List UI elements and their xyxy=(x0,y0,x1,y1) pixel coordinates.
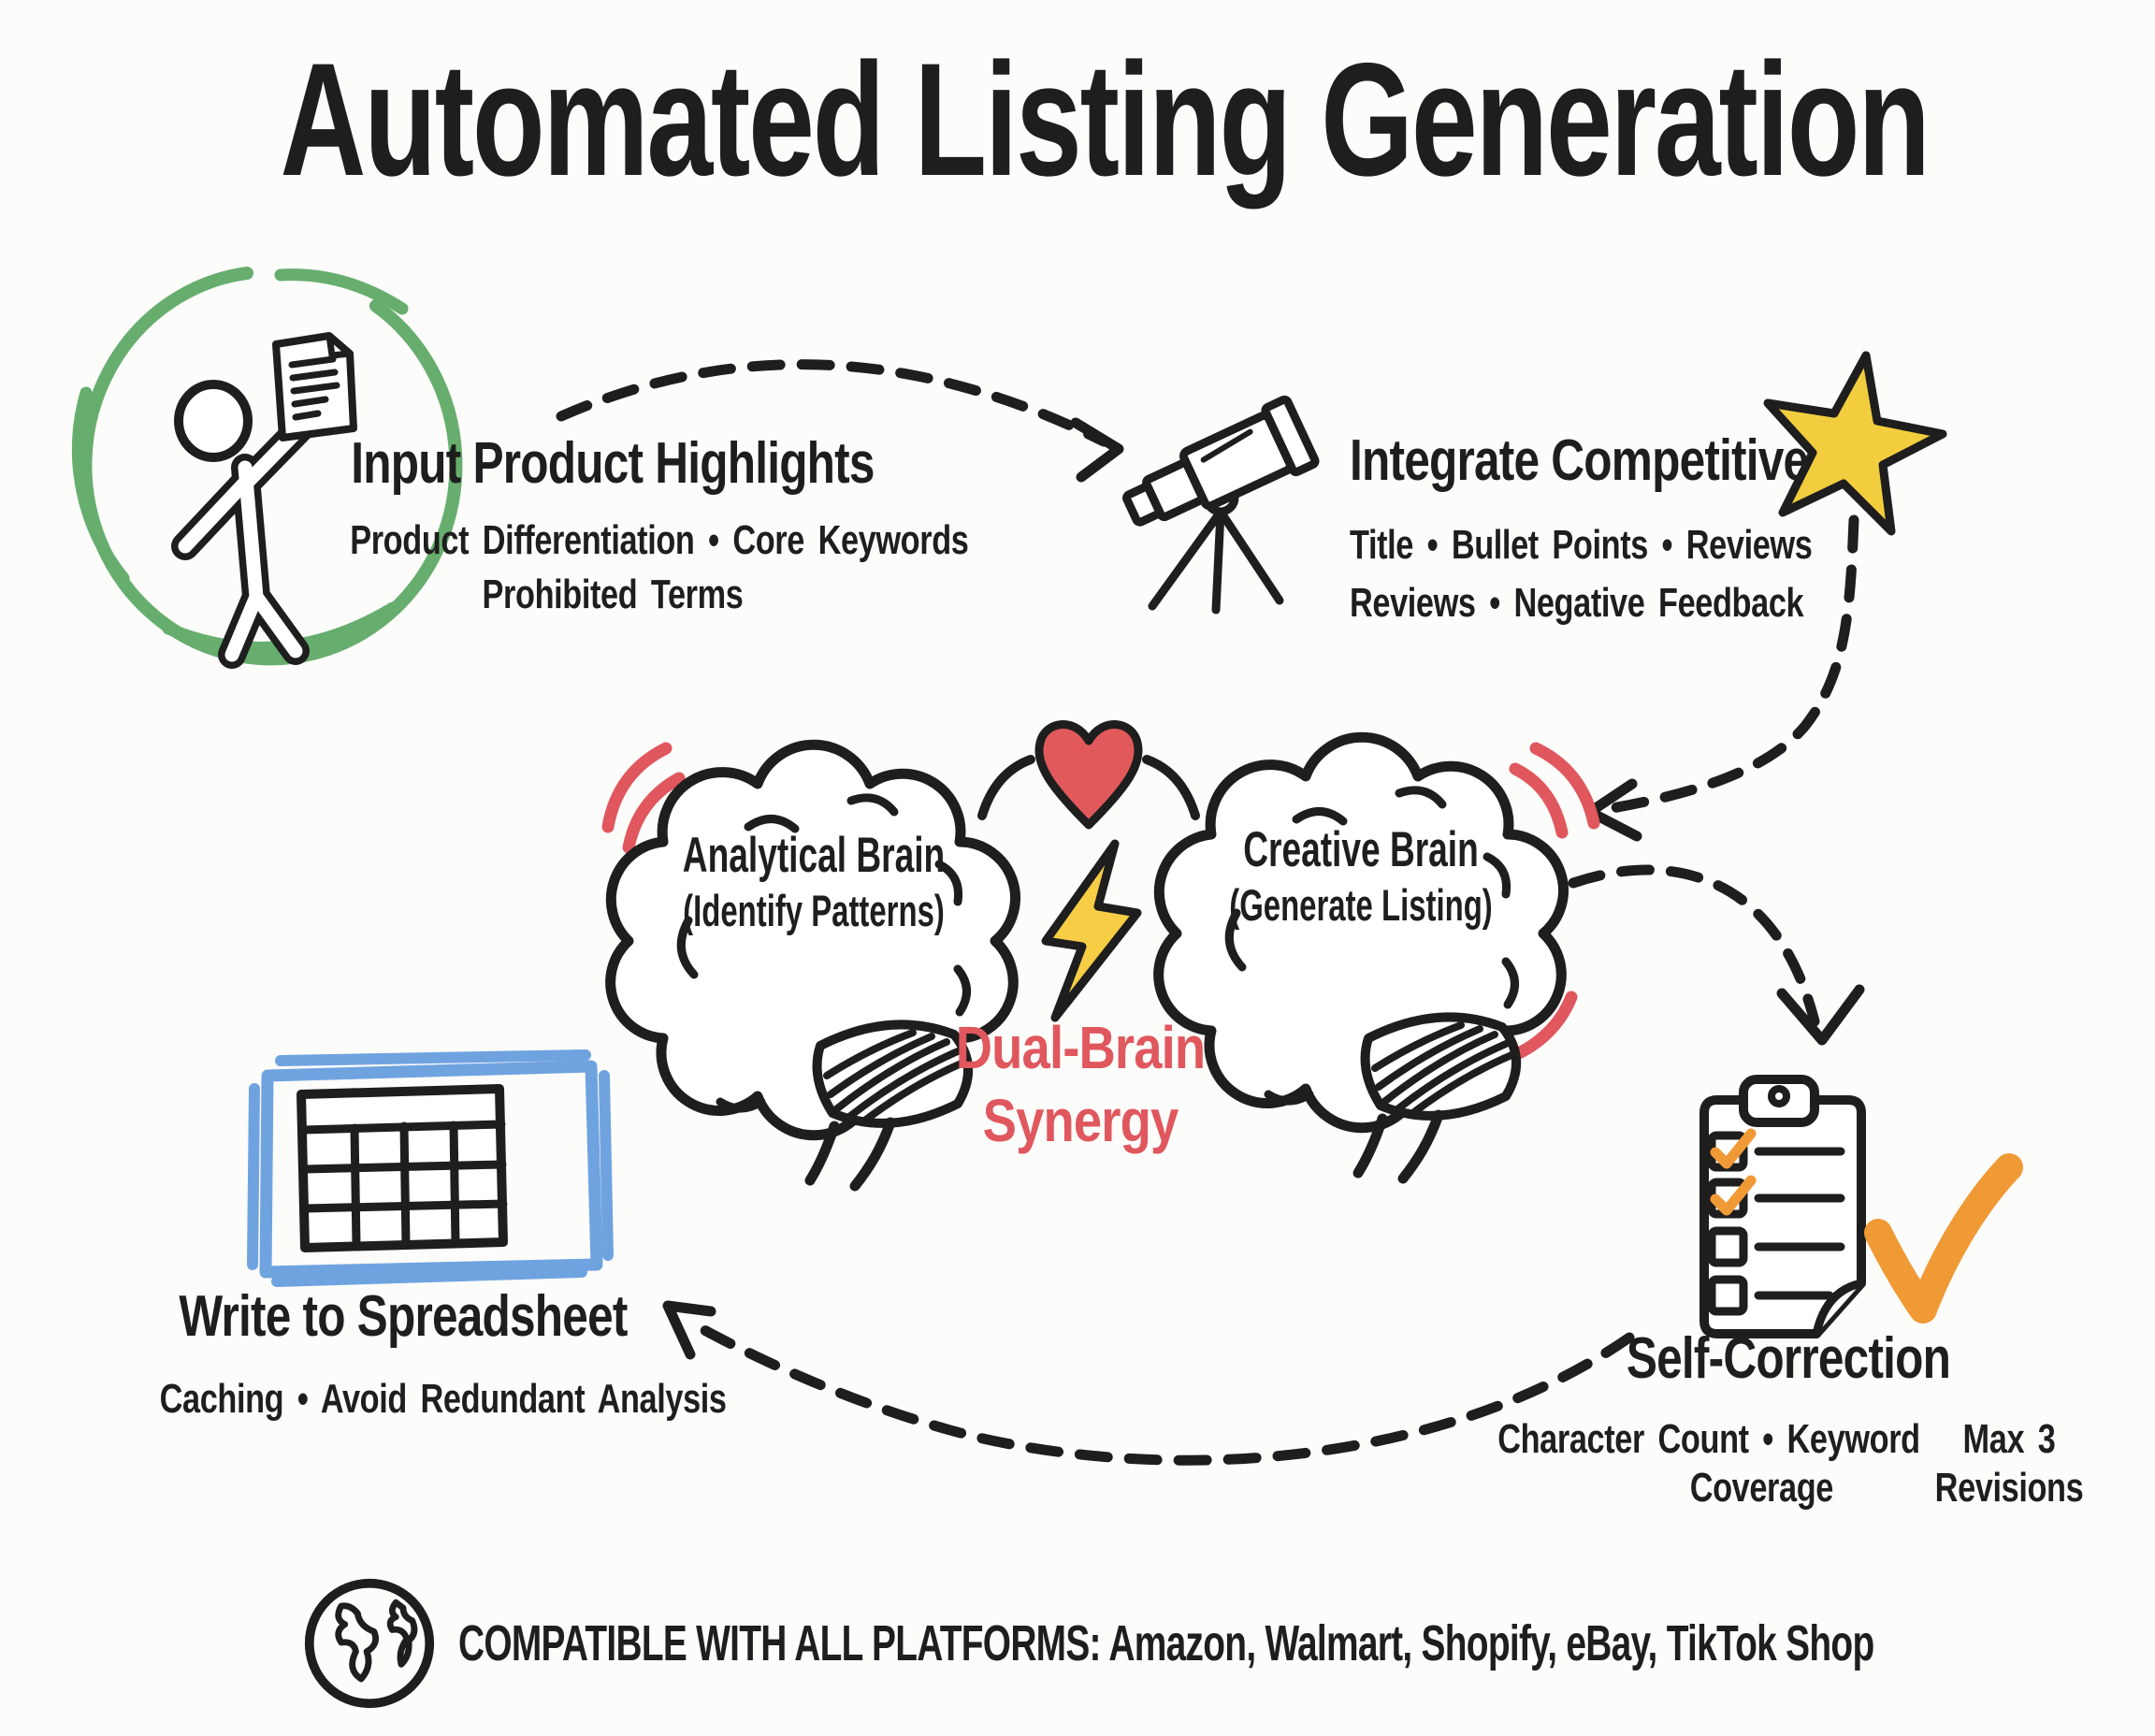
dual-brain-synergy-label: Dual-Brain Synergy xyxy=(921,1011,1239,1157)
step-self-correction-note: Max 3 Revisions xyxy=(1921,1415,2096,1512)
step-integrate-subtitle: Title • Bullet Points • Reviews Reviews … xyxy=(1350,516,1813,633)
dual-brain-synergy-line2: Synergy xyxy=(982,1087,1179,1155)
heart-icon xyxy=(977,720,1200,830)
step-integrate-title: Integrate Competitive xyxy=(1350,428,1809,493)
orange-checkmark-icon xyxy=(1864,1153,2023,1324)
step-self-correction-title: Self-Correction xyxy=(1626,1326,1951,1391)
step-self-correction-note-line2: Revisions xyxy=(1934,1464,2084,1511)
step-spreadsheet-subtitle: Caching • Avoid Redundant Analysis xyxy=(159,1376,727,1422)
step-self-correction-subtitle-line1: Character Count • Keyword xyxy=(1497,1416,1920,1462)
footer-platform-list: Amazon, Walmart, Shopify, eBay, TikTok S… xyxy=(1108,1615,1874,1671)
step-input-title: Input Product Highlights xyxy=(351,431,875,496)
page-title: Automated Listing Generation xyxy=(280,30,1931,210)
step-self-correction-subtitle-line2: Coverage xyxy=(1689,1464,1834,1511)
footer-label: COMPATIBLE WITH ALL PLATFORMS: xyxy=(458,1615,1102,1671)
creative-brain-label: Creative Brain xyxy=(1243,822,1479,877)
star-icon xyxy=(1763,351,1947,536)
step-integrate-subtitle-line2: Reviews • Negative Feedback xyxy=(1350,580,1804,627)
arrow-self-correction-to-spreadsheet xyxy=(662,1300,1635,1466)
analytical-brain-sublabel: (Identify Patterns) xyxy=(683,886,945,935)
arrow-input-to-integrate xyxy=(556,359,1124,483)
lightning-bolt-icon xyxy=(1041,839,1142,1022)
arrow-brains-to-self-correction xyxy=(1568,864,1865,1046)
analytical-brain-label: Analytical Brain xyxy=(682,828,946,883)
step-input-subtitle: Product Differentiation • Core Keywords … xyxy=(350,514,969,622)
step-self-correction-subtitle: Character Count • Keyword Coverage xyxy=(1497,1415,1920,1512)
telescope-icon xyxy=(1122,395,1320,615)
step-spreadsheet-title: Write to Spreadsheet xyxy=(179,1284,628,1349)
globe-icon xyxy=(304,1578,435,1709)
spreadsheet-icon xyxy=(247,1049,614,1287)
document-icon xyxy=(272,332,357,441)
creative-brain-sublabel: (Generate Listing) xyxy=(1229,880,1493,930)
footer-text: COMPATIBLE WITH ALL PLATFORMS: Amazon, W… xyxy=(458,1614,1874,1672)
step-input-subtitle-line2: Prohibited Terms xyxy=(482,571,744,618)
footer-platforms-bar: COMPATIBLE WITH ALL PLATFORMS: Amazon, W… xyxy=(301,1573,2155,1714)
step-integrate-subtitle-line1: Title • Bullet Points • Reviews xyxy=(1350,522,1813,568)
person-holding-document-icon xyxy=(171,332,357,669)
clipboard-checklist-icon xyxy=(1699,1075,1866,1338)
dual-brain-synergy-line1: Dual-Brain xyxy=(955,1014,1206,1081)
step-input-subtitle-line1: Product Differentiation • Core Keywords xyxy=(350,517,969,563)
step-self-correction-note-line1: Max 3 xyxy=(1962,1416,2056,1462)
